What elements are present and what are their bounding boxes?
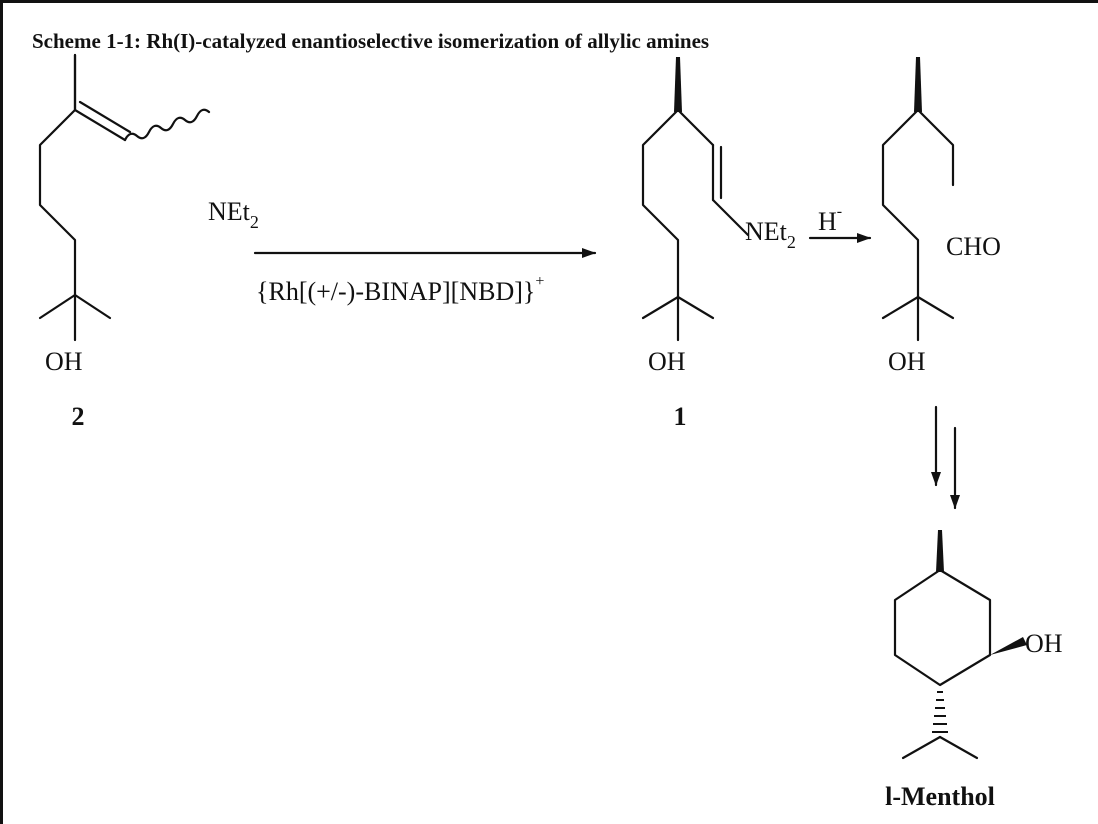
compound-1-structure bbox=[641, 57, 750, 342]
compound-2-hydroxyl-label: OH bbox=[45, 347, 83, 376]
compound-1-wedge-bond bbox=[674, 57, 682, 112]
menthol-methyl-wedge bbox=[936, 530, 944, 572]
compound-1-amine-label: NEt2 bbox=[745, 217, 796, 252]
menthol-hydroxyl-wedge bbox=[990, 637, 1027, 655]
compound-2-number: 2 bbox=[72, 402, 85, 431]
compound-1-number: 1 bbox=[674, 402, 687, 431]
arrow-2-reagent: H- bbox=[818, 203, 842, 236]
arrow-1-reagent: {Rh[(+/-)-BINAP][NBD]}+ bbox=[256, 273, 544, 306]
scheme-title: Scheme 1-1: Rh(I)-catalyzed enantioselec… bbox=[32, 29, 709, 53]
menthol-hashed-bond bbox=[932, 691, 948, 733]
aldehyde-label: CHO bbox=[946, 232, 1001, 261]
compound-2-structure bbox=[38, 53, 211, 342]
compound-2-amine-label: NEt2 bbox=[208, 197, 259, 232]
aldehyde-wedge-bond bbox=[914, 57, 922, 112]
compound-1-hydroxyl-label: OH bbox=[648, 347, 686, 376]
menthol-structure bbox=[893, 530, 1027, 760]
menthol-name: l-Menthol bbox=[885, 782, 995, 811]
aldehyde-hydroxyl-label: OH bbox=[888, 347, 926, 376]
aldehyde-structure bbox=[881, 57, 955, 342]
menthol-hydroxyl-label: OH bbox=[1025, 629, 1063, 658]
